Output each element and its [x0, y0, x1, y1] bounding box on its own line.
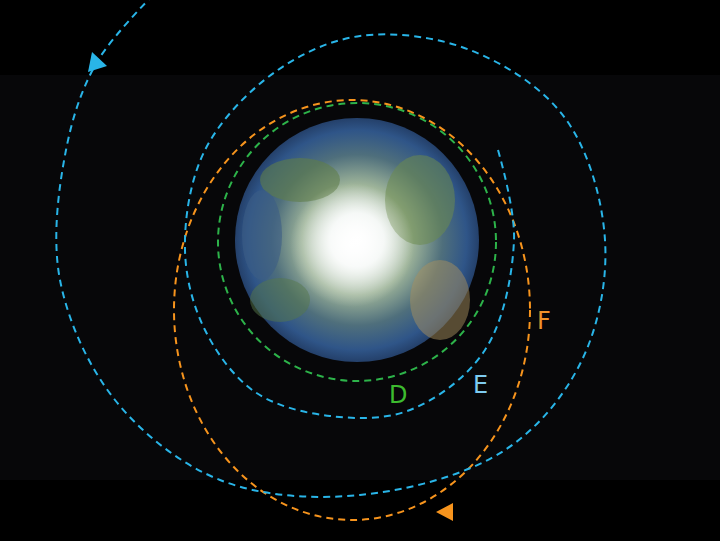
- orbit-label-f: F: [537, 309, 551, 333]
- orbit-f: [174, 100, 530, 520]
- orbit-d: [218, 103, 496, 381]
- orbit-label-d: D: [389, 383, 407, 407]
- orbit-label-e: E: [473, 373, 488, 397]
- orbit-e: [56, 0, 605, 497]
- arrowhead: [88, 52, 107, 72]
- arrowhead: [436, 503, 453, 521]
- earth: [235, 118, 479, 362]
- sky-band: [0, 75, 720, 480]
